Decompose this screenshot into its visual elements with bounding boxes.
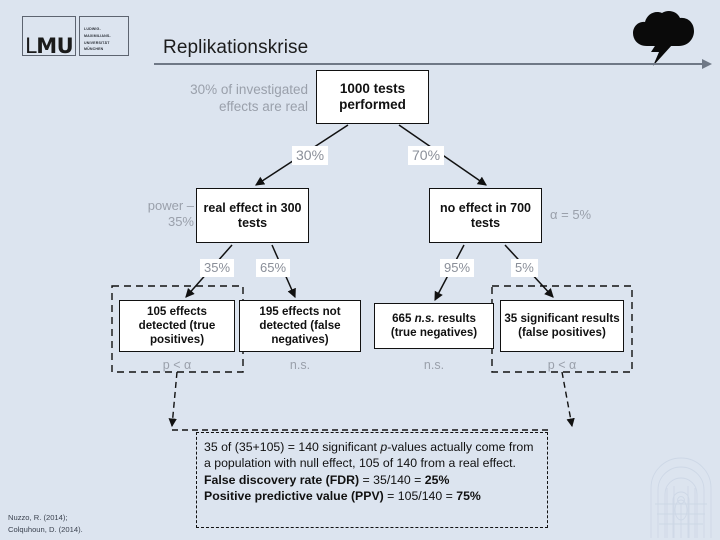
lmu-mark-text: LMU xyxy=(25,34,74,58)
node-true-positives-label: 105 effects detected (true positives) xyxy=(138,305,216,346)
summary-fdr-mid: = 35/140 = xyxy=(359,472,425,487)
summary-l1a: 35 of (35 xyxy=(204,440,253,454)
node-real-effect-label: real effect in 300 tests xyxy=(203,200,302,230)
edge-label-tests-to-noeffect: 70% xyxy=(408,146,445,165)
edge-label-noeffect-to-false-positives: 5% xyxy=(511,259,538,277)
summary-fdr-line: False discovery rate (FDR) = 35/140 = 25… xyxy=(204,472,540,488)
summary-l1c: 105) = 140 significant xyxy=(259,440,381,454)
lmu-logo: LMU Ludwig- Maximilians- Universität Mün… xyxy=(22,16,129,58)
node-true-negatives-label: 665 n.s. results (true negatives) xyxy=(375,312,493,339)
node-no-effect: no effect in 700 tests xyxy=(429,188,542,243)
tn-rest: results (true negatives) xyxy=(390,312,478,339)
annotation-power: power – 35% xyxy=(147,198,194,230)
tn-ns-italic: n.s. xyxy=(414,312,435,326)
summary-ppv-label: Positive predictive value (PPV) xyxy=(204,489,384,504)
summary-l1b: + xyxy=(252,440,260,454)
title-rule-arrow-icon xyxy=(702,59,712,69)
edge-label-real-to-true-positives: 35% xyxy=(200,259,235,277)
annotation-alpha: α = 5% xyxy=(550,207,592,222)
node-true-positives: 105 effects detected (true positives) xyxy=(119,300,235,352)
citation: Nuzzo, R. (2014); Colquhoun, D. (2014). xyxy=(8,513,83,534)
node-false-negatives: 195 effects not detected (false negative… xyxy=(239,300,361,352)
lmu-line-1: Ludwig- xyxy=(84,27,101,31)
tn-count: 665 xyxy=(392,312,415,326)
lmu-mark-box: LMU xyxy=(22,16,76,58)
edge-label-noeffect-to-true-negatives: 95% xyxy=(440,259,475,277)
edge-label-tests-to-real: 30% xyxy=(292,146,329,165)
thunderstorm-cloud-icon xyxy=(633,10,694,66)
node-tests-performed: 1000 tests performed xyxy=(316,70,429,124)
summary-paragraph: 35 of (35+105) = 140 significant p-value… xyxy=(204,439,540,472)
node-false-positives: 35 significant results (false positives) xyxy=(500,300,624,352)
node-true-negatives: 665 n.s. results (true negatives) xyxy=(374,303,494,349)
summary-ppv-mid: = 105/140 = xyxy=(383,489,457,504)
annotation-thirty-percent-real: 30% of investigated effects are real xyxy=(190,82,308,114)
summary-ppv-value: 75% xyxy=(456,489,481,504)
summary-ppv-line: Positive predictive value (PPV) = 105/14… xyxy=(204,488,540,504)
lmu-line-4: München xyxy=(84,47,104,52)
leaf-note-false-positives: p < α xyxy=(547,358,577,372)
leaf-note-false-negatives: n.s. xyxy=(289,358,311,372)
leaf-note-true-positives: p < α xyxy=(162,358,192,372)
edge-label-real-to-false-negatives: 65% xyxy=(256,259,291,277)
lmu-university-name: Ludwig- Maximilians- Universität München xyxy=(79,16,129,56)
university-seal-watermark xyxy=(650,457,712,538)
summary-fdr-label: False discovery rate (FDR) xyxy=(204,472,360,487)
title-rule xyxy=(154,63,706,65)
summary-l1d: -values actually come from a population … xyxy=(204,440,534,471)
node-tests-performed-label: 1000 tests performed xyxy=(339,81,406,112)
node-false-positives-label: 35 significant results (false positives) xyxy=(504,312,620,339)
summary-box: 35 of (35+105) = 140 significant p-value… xyxy=(196,432,548,528)
node-false-negatives-label: 195 effects not detected (false negative… xyxy=(259,305,341,346)
summary-content: 35 of (35+105) = 140 significant p-value… xyxy=(204,439,540,505)
summary-p-italic: p xyxy=(380,440,388,454)
node-no-effect-label: no effect in 700 tests xyxy=(440,200,531,230)
lmu-mark-l: L xyxy=(25,34,37,58)
page-title: Replikationskrise xyxy=(163,37,309,58)
leaf-note-true-negatives: n.s. xyxy=(423,358,445,372)
summary-fdr-value: 25% xyxy=(424,472,450,487)
node-real-effect: real effect in 300 tests xyxy=(196,188,309,243)
lmu-line-2: Maximilians- xyxy=(84,33,111,38)
lmu-line-3: Universität xyxy=(84,40,110,45)
